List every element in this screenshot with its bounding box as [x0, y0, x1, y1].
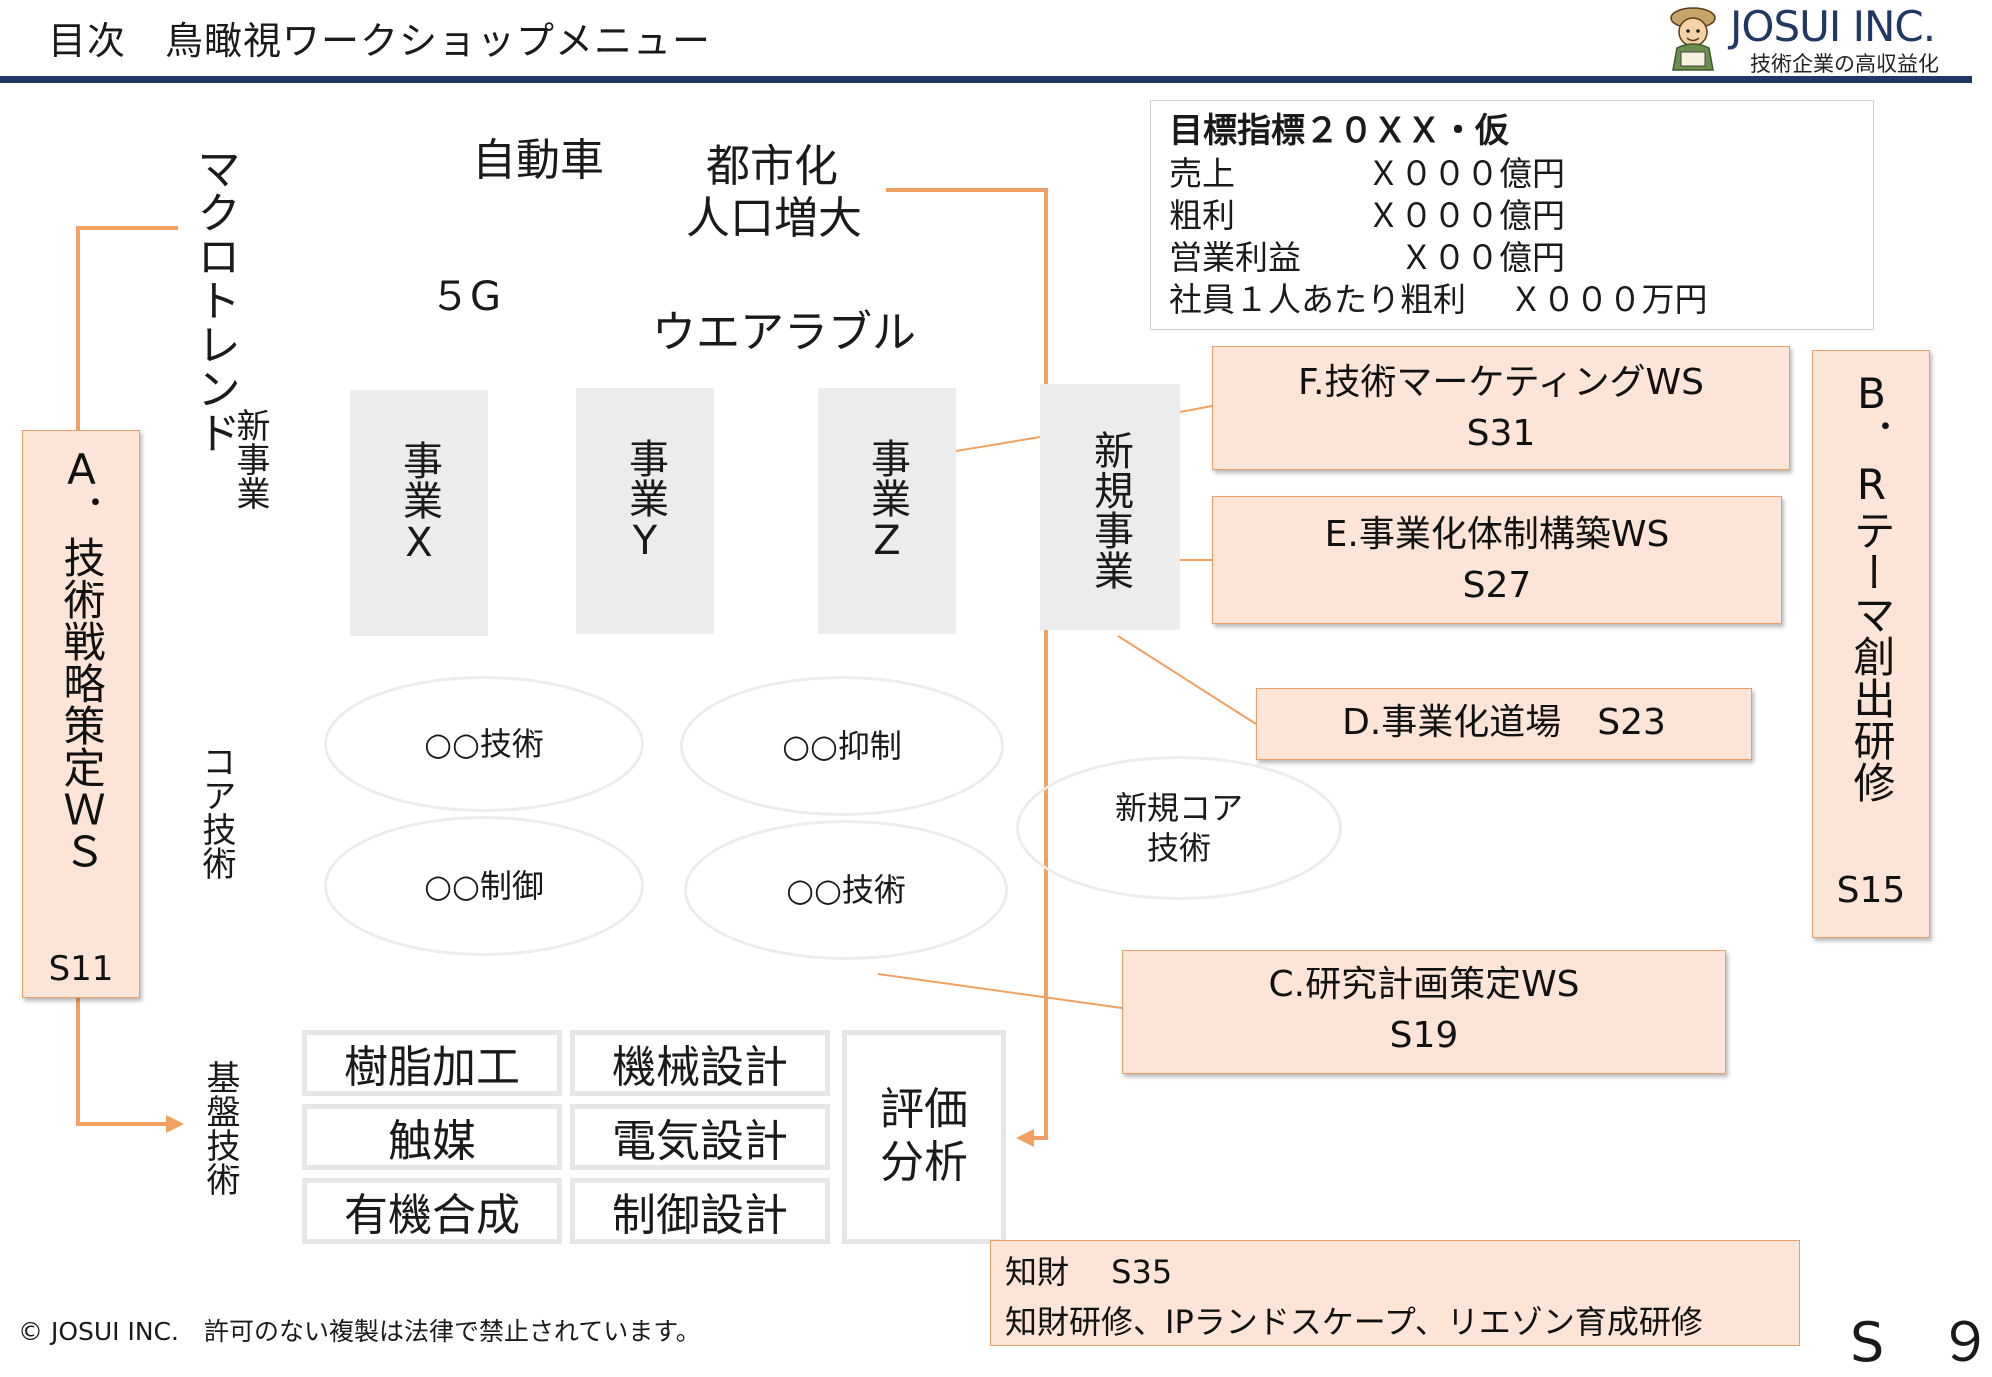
base-tech-resin: 樹脂加工 — [302, 1030, 562, 1096]
evaluation-label: 評価 — [880, 1084, 968, 1136]
kpi-row-sales: 売上 Ｘ０００億円 — [1169, 154, 1565, 193]
workshop-d-title: D.事業化道場 S23 — [1342, 702, 1666, 743]
trend-population-growth: 人口増大 — [686, 193, 862, 244]
row-label-base-tech: 基盤技術 — [200, 1060, 240, 1196]
workshop-d-box: D.事業化道場 S23 — [1256, 688, 1752, 760]
core-tech-label: ○○抑制 — [782, 727, 902, 765]
row-label-core-tech: コア技術 — [196, 744, 236, 880]
new-business-box: 新規事業 — [1040, 384, 1180, 630]
new-business-label: 新規事業 — [1087, 430, 1133, 590]
business-x-label: 事業X — [396, 440, 442, 566]
kpi-row-profit-per-employee: 社員１人あたり粗利 Ｘ０００万円 — [1169, 280, 1708, 319]
business-z-label: 事業Z — [864, 438, 910, 564]
core-tech-ellipse-4: ○○技術 — [684, 820, 1008, 960]
core-tech-label: ○○技術 — [786, 871, 906, 909]
core-tech-label: ○○技術 — [424, 725, 544, 763]
company-logo-name: JOSUI INC. — [1730, 2, 1936, 51]
trend-wearable: ウエアラブル — [652, 307, 916, 358]
copyright-notice: © JOSUI INC. 許可のない複製は法律で禁止されています。 — [18, 1317, 701, 1346]
macro-trend-label: マクロトレンド — [189, 146, 240, 454]
workshop-c-box: C.研究計画策定WS S19 — [1122, 950, 1726, 1074]
new-core-tech-ellipse: 新規コア 技術 — [1016, 756, 1342, 900]
workshop-ip-desc: 知財研修、IPランドスケープ、リエゾン育成研修 — [1005, 1303, 1703, 1341]
workshop-c-code: S19 — [1389, 1015, 1459, 1056]
workshop-ip-title: 知財 S35 — [1005, 1253, 1173, 1291]
core-tech-label: ○○制御 — [424, 867, 544, 905]
page-number: S ９ — [1850, 1311, 1992, 1374]
business-x-box: 事業X — [350, 390, 488, 636]
kpi-row-operating-profit: 営業利益 Ｘ００億円 — [1169, 238, 1565, 277]
base-tech-organic-synthesis: 有機合成 — [302, 1178, 562, 1244]
workshop-f-box: F.技術マーケティングWS S31 — [1212, 346, 1790, 470]
workshop-e-code: S27 — [1462, 565, 1532, 606]
workshop-f-title: F.技術マーケティングWS — [1298, 362, 1704, 403]
base-tech-electrical: 電気設計 — [570, 1104, 830, 1170]
workshop-e-box: E.事業化体制構築WS S27 — [1212, 496, 1782, 624]
workshop-b-box: B．Rテーマ創出研修 S15 — [1812, 350, 1930, 938]
workshop-ip-box: 知財 S35 知財研修、IPランドスケープ、リエゾン育成研修 — [990, 1240, 1800, 1346]
workshop-b-code: S15 — [1836, 870, 1906, 911]
base-tech-evaluation-analysis: 評価 分析 — [842, 1030, 1006, 1244]
workshop-a-title: A．技術戦略策定ＷＳ — [57, 445, 106, 872]
workshop-b-title: B．Rテーマ創出研修 — [1847, 369, 1896, 803]
core-tech-ellipse-3: ○○制御 — [324, 816, 644, 956]
kpi-row-gross-profit: 粗利 Ｘ０００億円 — [1169, 196, 1565, 235]
kpi-title: 目標指標２０ＸＸ・仮 — [1169, 111, 1509, 151]
mascot-logo-icon — [1670, 7, 1716, 71]
header-divider — [0, 76, 1972, 83]
page-title: 目次 鳥瞰視ワークショップメニュー — [48, 19, 712, 63]
trend-automobile: 自動車 — [472, 135, 604, 186]
base-tech-control-design: 制御設計 — [570, 1178, 830, 1244]
kpi-box: 目標指標２０ＸＸ・仮 売上 Ｘ０００億円 粗利 Ｘ０００億円 営業利益 Ｘ００億… — [1150, 100, 1874, 330]
core-tech-ellipse-1: ○○技術 — [324, 676, 644, 812]
analysis-label: 分析 — [880, 1137, 968, 1188]
workshop-c-title: C.研究計画策定WS — [1268, 964, 1580, 1005]
workshop-e-title: E.事業化体制構築WS — [1324, 514, 1670, 555]
base-tech-catalyst: 触媒 — [302, 1104, 562, 1170]
workshop-a-box: A．技術戦略策定ＷＳ S11 — [22, 430, 140, 998]
trend-5g: ５G — [430, 274, 501, 320]
trend-urbanization: 都市化 — [706, 141, 838, 192]
new-core-tech-label-1: 新規コア — [1114, 789, 1243, 827]
business-y-label: 事業Y — [622, 438, 668, 564]
workshop-a-code: S11 — [48, 949, 114, 989]
business-y-box: 事業Y — [576, 388, 714, 634]
row-label-new-business: 新事業 — [230, 408, 270, 510]
company-tagline: 技術企業の高収益化 — [1750, 52, 1939, 76]
business-z-box: 事業Z — [818, 388, 956, 634]
core-tech-ellipse-2: ○○抑制 — [680, 676, 1004, 816]
workshop-f-code: S31 — [1466, 413, 1536, 454]
base-tech-mechanical: 機械設計 — [570, 1030, 830, 1096]
new-core-tech-label-2: 技術 — [1146, 829, 1211, 867]
